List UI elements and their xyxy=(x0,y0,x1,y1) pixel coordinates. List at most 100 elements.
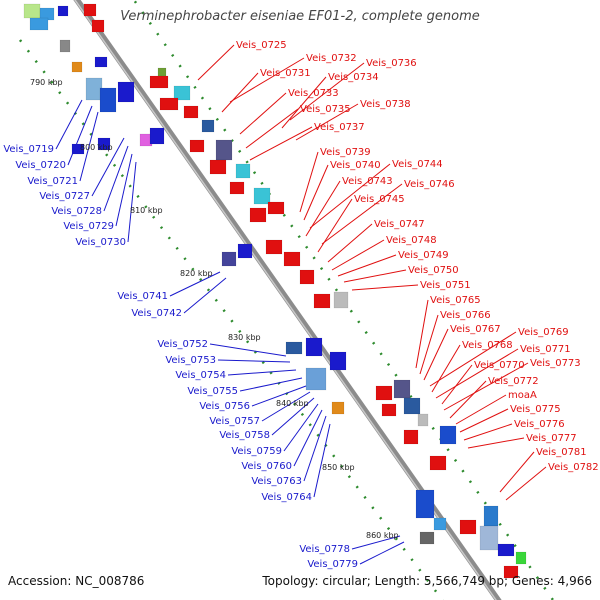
gene-label-veis-0751[interactable]: Veis_0751 xyxy=(420,280,471,291)
gene-label-veis-0745[interactable]: Veis_0745 xyxy=(354,194,405,205)
gene-feature-block xyxy=(403,429,419,445)
gene-callout-line xyxy=(79,111,99,182)
gene-label-veis-0721[interactable]: Veis_0721 xyxy=(27,176,78,187)
gene-feature-block xyxy=(57,5,69,17)
gene-label-veis-0720[interactable]: Veis_0720 xyxy=(15,160,66,171)
gene-callout-line xyxy=(127,161,137,243)
gene-feature-block xyxy=(283,251,301,267)
gene-label-veis-0758[interactable]: Veis_0758 xyxy=(219,430,270,441)
gene-label-veis-0746[interactable]: Veis_0746 xyxy=(404,179,455,190)
gene-callout-line xyxy=(455,394,507,425)
gene-label-veis-0732[interactable]: Veis_0732 xyxy=(306,53,357,64)
gene-label-veis-0752[interactable]: Veis_0752 xyxy=(157,339,208,350)
scale-label: 800 kbp xyxy=(80,143,113,152)
gene-label-veis-0782[interactable]: Veis_0782 xyxy=(548,462,599,473)
gene-label-veis-0727[interactable]: Veis_0727 xyxy=(39,191,90,202)
gene-feature-block xyxy=(515,551,527,565)
gene-label-veis-0769[interactable]: Veis_0769 xyxy=(518,327,569,338)
gene-callout-line xyxy=(221,72,259,113)
gene-feature-block xyxy=(189,139,205,153)
gene-feature-block xyxy=(215,139,233,161)
gene-label-veis-0742[interactable]: Veis_0742 xyxy=(131,308,182,319)
gene-label-veis-0768[interactable]: Veis_0768 xyxy=(462,340,513,351)
gene-label-veis-0733[interactable]: Veis_0733 xyxy=(288,88,339,99)
gene-label-veis-0755[interactable]: Veis_0755 xyxy=(187,386,238,397)
gene-label-veis-0765[interactable]: Veis_0765 xyxy=(430,295,481,306)
gene-feature-block xyxy=(235,163,251,179)
gene-callout-line xyxy=(321,183,403,245)
gene-callout-line xyxy=(239,92,287,135)
gene-label-veis-0770[interactable]: Veis_0770 xyxy=(474,360,525,371)
gene-label-veis-0719[interactable]: Veis_0719 xyxy=(3,144,54,155)
gene-feature-block xyxy=(209,159,227,175)
gene-label-veis-0763[interactable]: Veis_0763 xyxy=(251,476,302,487)
gene-label-veis-0764[interactable]: Veis_0764 xyxy=(261,492,312,503)
gene-label-veis-0781[interactable]: Veis_0781 xyxy=(536,447,587,458)
gene-callout-line xyxy=(449,380,487,419)
gene-callout-line xyxy=(459,408,509,433)
gene-feature-block xyxy=(313,293,331,309)
gene-label-veis-0779[interactable]: Veis_0779 xyxy=(307,559,358,570)
gene-feature-block xyxy=(97,137,111,151)
gene-feature-block xyxy=(433,517,447,531)
gene-label-veis-0753[interactable]: Veis_0753 xyxy=(165,355,216,366)
gene-label-veis-0737[interactable]: Veis_0737 xyxy=(314,122,365,133)
gene-feature-block xyxy=(333,291,349,309)
gene-feature-block xyxy=(183,105,199,119)
gene-label-veis-0778[interactable]: Veis_0778 xyxy=(299,544,350,555)
gene-label-veis-0776[interactable]: Veis_0776 xyxy=(514,419,565,430)
gene-feature-block xyxy=(483,505,499,527)
gene-callout-line xyxy=(337,254,397,277)
gene-label-veis-0754[interactable]: Veis_0754 xyxy=(175,370,226,381)
gene-label-veis-0773[interactable]: Veis_0773 xyxy=(530,358,581,369)
gene-label-veis-0725[interactable]: Veis_0725 xyxy=(236,40,287,51)
gene-label-veis-0744[interactable]: Veis_0744 xyxy=(392,159,443,170)
gene-label-moaa[interactable]: moaA xyxy=(508,390,537,401)
gene-label-veis-0729[interactable]: Veis_0729 xyxy=(63,221,114,232)
gene-callout-line xyxy=(261,391,311,422)
gene-label-veis-0748[interactable]: Veis_0748 xyxy=(386,235,437,246)
gene-feature-block xyxy=(59,39,71,53)
gene-label-veis-0749[interactable]: Veis_0749 xyxy=(398,250,449,261)
gene-label-veis-0741[interactable]: Veis_0741 xyxy=(117,291,168,302)
gene-callout-line xyxy=(423,328,449,381)
gene-feature-block xyxy=(221,251,237,267)
gene-label-veis-0743[interactable]: Veis_0743 xyxy=(342,176,393,187)
gene-label-veis-0771[interactable]: Veis_0771 xyxy=(520,344,571,355)
gene-label-veis-0760[interactable]: Veis_0760 xyxy=(241,461,292,472)
gene-label-veis-0775[interactable]: Veis_0775 xyxy=(510,404,561,415)
gene-callout-line xyxy=(283,403,319,452)
gene-label-veis-0757[interactable]: Veis_0757 xyxy=(209,416,260,427)
gene-feature-block xyxy=(375,385,393,401)
gene-label-veis-0759[interactable]: Veis_0759 xyxy=(231,446,282,457)
gene-label-veis-0728[interactable]: Veis_0728 xyxy=(51,206,102,217)
gene-feature-block xyxy=(149,127,165,145)
gene-label-veis-0772[interactable]: Veis_0772 xyxy=(488,376,539,387)
gene-label-veis-0735[interactable]: Veis_0735 xyxy=(300,104,351,115)
gene-callout-line xyxy=(91,137,125,197)
gene-label-veis-0739[interactable]: Veis_0739 xyxy=(320,147,371,158)
gene-label-veis-0777[interactable]: Veis_0777 xyxy=(526,433,577,444)
gene-label-veis-0750[interactable]: Veis_0750 xyxy=(408,265,459,276)
gene-label-veis-0734[interactable]: Veis_0734 xyxy=(328,72,379,83)
gene-feature-block xyxy=(149,75,169,89)
gene-label-veis-0767[interactable]: Veis_0767 xyxy=(450,324,501,335)
gene-callout-line xyxy=(183,277,227,314)
gene-label-veis-0731[interactable]: Veis_0731 xyxy=(260,68,311,79)
gene-label-veis-0736[interactable]: Veis_0736 xyxy=(366,58,417,69)
gene-label-veis-0740[interactable]: Veis_0740 xyxy=(330,160,381,171)
gene-callout-line xyxy=(229,57,305,103)
gene-label-veis-0756[interactable]: Veis_0756 xyxy=(199,401,250,412)
gene-callout-line xyxy=(227,369,297,376)
gene-feature-block xyxy=(429,455,447,471)
scale-label: 850 kbp xyxy=(322,463,355,472)
gene-label-veis-0766[interactable]: Veis_0766 xyxy=(440,310,491,321)
gene-label-veis-0730[interactable]: Veis_0730 xyxy=(75,237,126,248)
gene-feature-block xyxy=(117,81,135,103)
gene-label-veis-0747[interactable]: Veis_0747 xyxy=(374,219,425,230)
gene-label-veis-0738[interactable]: Veis_0738 xyxy=(360,99,411,110)
gene-callout-line xyxy=(431,344,461,393)
gene-callout-line xyxy=(499,451,535,493)
gene-feature-block xyxy=(229,181,245,195)
